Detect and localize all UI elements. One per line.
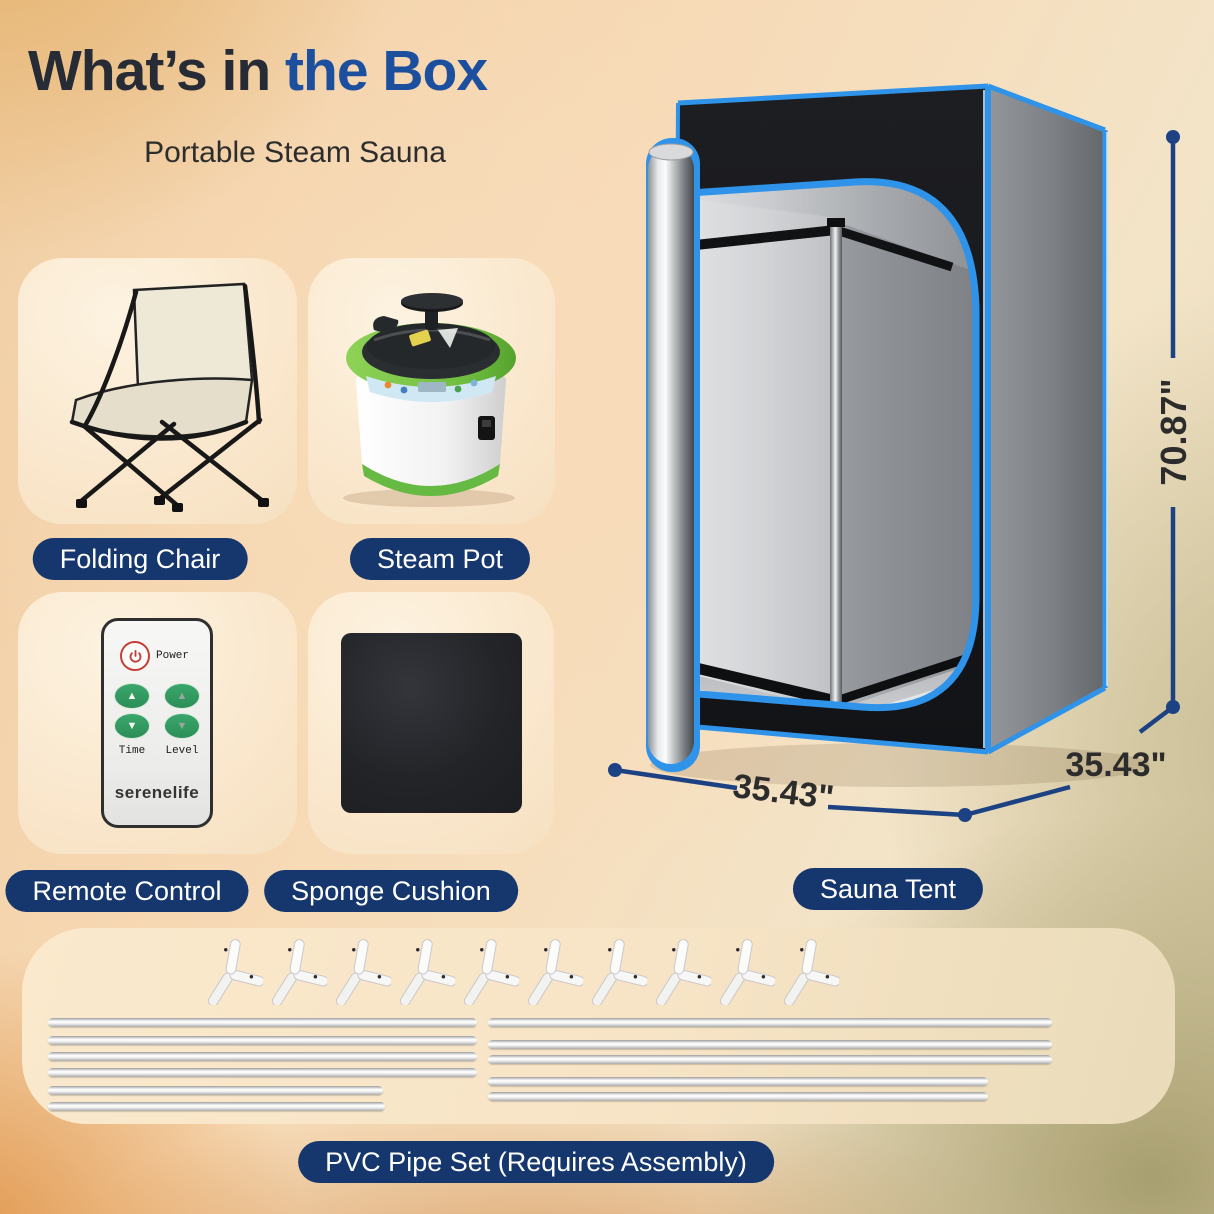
remote-control-label: Remote Control (5, 870, 249, 912)
height-dimension-label: 70.87" (1153, 378, 1194, 485)
power-icon (120, 641, 150, 671)
time-label: Time (118, 745, 146, 757)
rolled-door (646, 138, 700, 772)
pvc-pipe (488, 1040, 1052, 1049)
page-subtitle: Portable Steam Sauna (144, 136, 446, 169)
pvc-pipe (488, 1055, 1052, 1064)
pvc-pipe-set-label: PVC Pipe Set (Requires Assembly) (298, 1141, 774, 1183)
page-title-dark: What’s in (28, 39, 271, 103)
time-down-icon (114, 713, 150, 739)
pvc-pipe (488, 1077, 988, 1086)
tent-shadow (650, 743, 1150, 787)
pvc-pipe (48, 1068, 477, 1077)
pvc-pipe (48, 1102, 385, 1111)
page-title-accent: the Box (285, 39, 488, 103)
remote-control-image: Power Time Level serenelife (101, 618, 213, 828)
pvc-connector-icon (461, 936, 519, 1006)
sponge-cushion-label: Sponge Cushion (264, 870, 518, 912)
steam-pot-label: Steam Pot (349, 538, 531, 580)
level-up-icon (164, 683, 200, 709)
tent-right-face (988, 86, 1105, 752)
pvc-pipe (488, 1092, 988, 1101)
pvc-pipe (48, 1086, 383, 1095)
door-piping (656, 178, 980, 712)
tent-interior (660, 195, 976, 708)
folding-chair-label: Folding Chair (32, 538, 248, 580)
power-label: Power (156, 650, 190, 662)
pvc-connector-icon (653, 936, 711, 1006)
tent-door-opening (660, 181, 976, 708)
pvc-pipe (48, 1018, 477, 1027)
pvc-connector-icon (397, 936, 455, 1006)
sponge-cushion-image (341, 633, 522, 813)
level-label: Level (165, 745, 199, 757)
level-down-icon (164, 713, 200, 739)
pvc-pipe (488, 1018, 1052, 1027)
pvc-connector-icon (269, 936, 327, 1006)
sauna-tent-image: 70.87" 35.43" 35.43" (608, 83, 1194, 822)
pvc-pipe (48, 1052, 477, 1061)
pvc-pipe (48, 1036, 477, 1045)
depth-dimension-label: 35.43" (1065, 746, 1166, 784)
folding-chair-image (69, 282, 269, 512)
pvc-pipe-card (22, 928, 1175, 1124)
pvc-connector-icon (781, 936, 839, 1006)
pvc-connector-icon (333, 936, 391, 1006)
steam-pot-image (343, 293, 516, 507)
remote-brand-logo: serenelife (114, 783, 200, 802)
pvc-connector-icon (717, 936, 775, 1006)
pvc-connector-icon (589, 936, 647, 1006)
pvc-connector-icon (525, 936, 583, 1006)
time-up-icon (114, 683, 150, 709)
pvc-connector-icon (205, 936, 263, 1006)
dimension-lines (608, 130, 1180, 822)
sauna-tent-label: Sauna Tent (792, 868, 984, 910)
